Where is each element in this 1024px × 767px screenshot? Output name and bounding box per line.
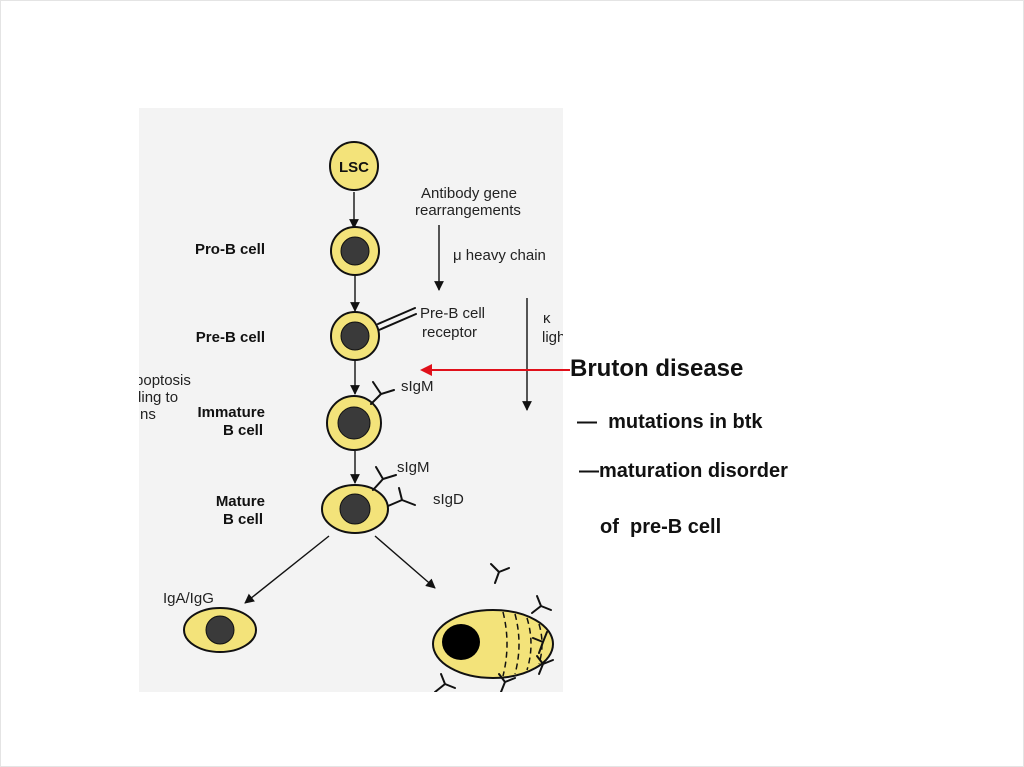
mature-label-line1: Mature [216,493,265,510]
pre-b-receptor-note-line2: receptor [422,324,477,341]
arrow-to-plasma-cell [374,535,436,589]
antibody-icon [536,655,554,675]
antibody-icon [532,631,548,654]
apoptosis-note-line2: leading to [139,389,178,406]
annotation-mutations-btk: — mutations in btk [577,411,763,433]
annotation-maturation-disorder: —maturation disorder [579,460,788,482]
plasma-cell [432,609,554,679]
apoptosis-note-line3: ns [140,406,156,423]
sigm-antibody-icon [370,381,395,405]
sigm-note-2: sIgM [397,459,430,476]
antibody-note-line1: Antibody gene [421,185,517,202]
bruton-disease-title: Bruton disease [570,355,744,382]
pre-b-receptor-line [377,307,416,325]
immature-label-line1: Immature [197,404,265,421]
sigm-antibody-icon [372,466,397,491]
b-cell-development-figure: LSC Pro-B cell Pre-B cell Immature B cel… [139,108,563,692]
sigd-antibody-icon [387,487,416,507]
pre-b-cell-label: Pre-B cell [196,329,265,346]
mature-b-cell [321,466,416,534]
immature-b-cell [326,381,395,451]
nucleus [340,321,370,351]
plasma-nucleus [442,624,480,660]
kappa-note-line1: κ [543,310,551,327]
lsc-label: LSC [339,159,369,176]
antibody-icon [498,673,516,692]
nucleus [339,493,371,525]
arrow-to-iga-igg-cell [244,535,330,604]
antibody-icon [490,563,510,584]
antibody-note-line2: rearrangements [415,202,521,219]
lsc-cell: LSC [329,141,379,191]
sigd-note: sIgD [433,491,464,508]
mu-heavy-chain-note: μ heavy chain [453,247,546,264]
immature-label-line2: B cell [223,422,263,439]
nucleus [205,615,235,645]
mature-label-line2: B cell [223,511,263,528]
pre-b-receptor-note-line1: Pre-B cell [420,305,485,322]
pro-b-cell [330,226,380,276]
antibody-icon [434,673,456,692]
b-cell-development-diagram: LSC Pro-B cell Pre-B cell Immature B cel… [139,141,563,692]
iga-igg-b-cell [183,607,257,653]
antibody-icon [531,595,552,614]
kappa-note-line2: light [542,329,563,346]
apoptosis-note-line1: Apoptosis [139,372,191,389]
pre-b-cell [330,307,417,361]
sigm-note-1: sIgM [401,378,434,395]
nucleus [340,236,370,266]
nucleus [337,406,371,440]
secreted-antibodies [434,563,554,692]
pro-b-cell-label: Pro-B cell [195,241,265,258]
pre-b-receptor-line [378,313,417,331]
annotation-pre-b-cell: of pre-B cell [600,516,722,538]
iga-igg-label: IgA/IgG [163,590,214,607]
